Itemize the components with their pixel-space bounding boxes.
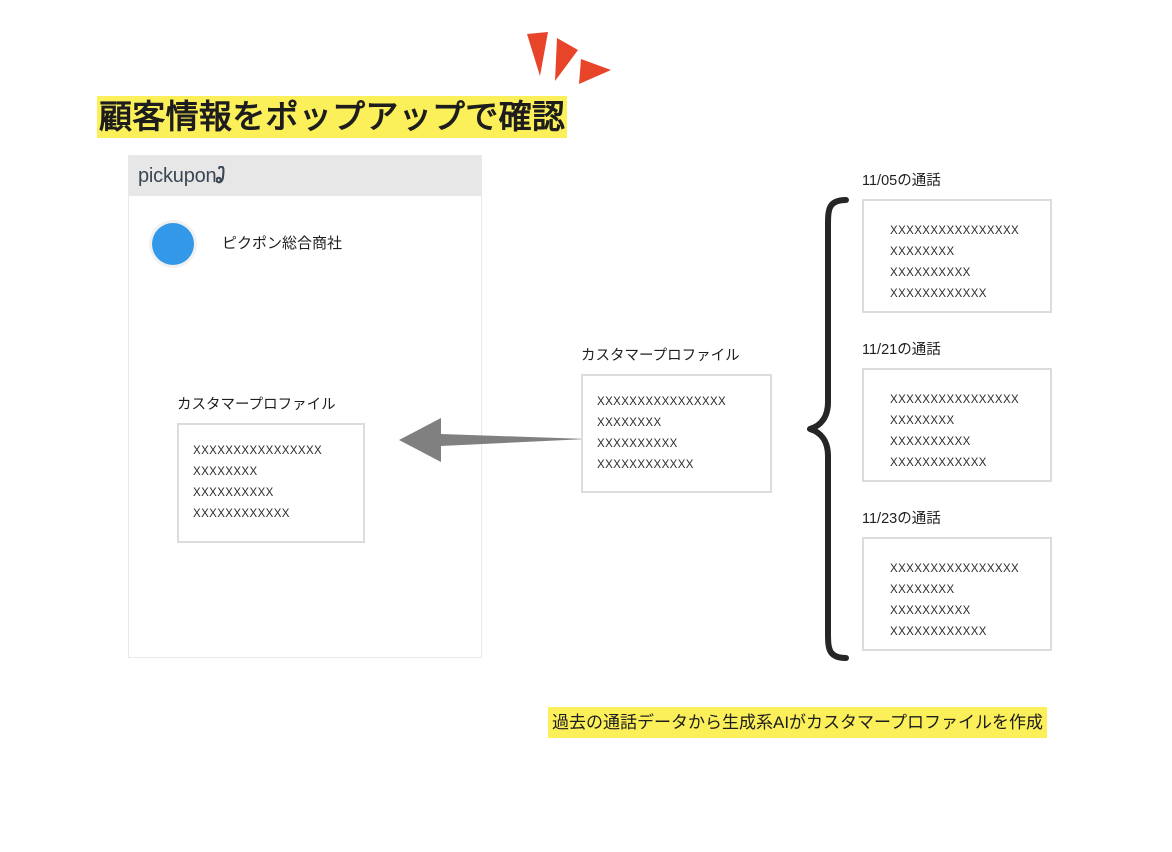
profile-line: XXXXXXXXXXXX <box>597 459 694 471</box>
call-line: XXXXXXXXXXXX <box>890 457 987 469</box>
page-title: 顧客情報をポップアップで確認 <box>97 96 568 138</box>
generated-profile-box: XXXXXXXXXXXXXXXX XXXXXXXX XXXXXXXXXX XXX… <box>581 374 772 493</box>
customer-profile-box: XXXXXXXXXXXXXXXX XXXXXXXX XXXXXXXXXX XXX… <box>177 423 365 543</box>
contact-name: ピクポン総合商社 <box>222 235 343 252</box>
call-line: XXXXXXXX <box>890 584 955 596</box>
call-date-label: 11/05の通話 <box>862 173 941 189</box>
call-line: XXXXXXXXXXXX <box>890 626 987 638</box>
call-line: XXXXXXXX <box>890 246 955 258</box>
customer-profile-popup: カスタマープロファイル XXXXXXXXXXXXXXXX XXXXXXXX XX… <box>177 396 365 543</box>
call-date-label: 11/23の通話 <box>862 511 941 527</box>
burst-decoration-icon <box>527 32 611 84</box>
profile-line: XXXXXXXXXXXX <box>193 508 290 520</box>
bottom-caption: 過去の通話データから生成系AIがカスタマープロファイルを作成 <box>548 707 1048 738</box>
contact-row[interactable]: ピクポン総合商社 <box>152 223 342 265</box>
generated-profile-block: カスタマープロファイル XXXXXXXXXXXXXXXX XXXXXXXX XX… <box>581 347 772 493</box>
call-transcript-box: XXXXXXXXXXXXXXXX XXXXXXXX XXXXXXXXXX XXX… <box>862 368 1052 482</box>
generated-profile-label: カスタマープロファイル <box>581 348 740 364</box>
call-record-item: 11/05の通話 XXXXXXXXXXXXXXXX XXXXXXXX XXXXX… <box>862 172 1052 313</box>
phone-handset-icon <box>216 166 225 184</box>
left-arrow-icon <box>399 418 587 462</box>
app-window-panel: pickupon ピクポン総合商社 カスタマープロファイル XXXXXXXXXX… <box>128 155 482 658</box>
call-line: XXXXXXXXXXXX <box>890 288 987 300</box>
call-line: XXXXXXXXXXXXXXXX <box>890 394 1020 406</box>
curly-brace-icon <box>807 197 849 661</box>
call-line: XXXXXXXX <box>890 415 955 427</box>
call-transcript-box: XXXXXXXXXXXXXXXX XXXXXXXX XXXXXXXXXX XXX… <box>862 537 1052 651</box>
page-title-text: 顧客情報をポップアップで確認 <box>97 96 568 138</box>
app-header-bar: pickupon <box>129 156 481 196</box>
call-line: XXXXXXXXXXXXXXXX <box>890 563 1020 575</box>
customer-profile-label: カスタマープロファイル <box>177 397 336 413</box>
profile-line: XXXXXXXX <box>597 417 662 429</box>
call-line: XXXXXXXXXX <box>890 605 971 617</box>
call-line: XXXXXXXXXX <box>890 267 971 279</box>
bottom-caption-text: 過去の通話データから生成系AIがカスタマープロファイルを作成 <box>548 707 1048 738</box>
pickupon-logo-text: pickupon <box>138 165 217 187</box>
call-record-item: 11/23の通話 XXXXXXXXXXXXXXXX XXXXXXXX XXXXX… <box>862 510 1052 651</box>
call-line: XXXXXXXXXXXXXXXX <box>890 225 1020 237</box>
profile-line: XXXXXXXXXX <box>597 438 678 450</box>
call-line: XXXXXXXXXX <box>890 436 971 448</box>
profile-line: XXXXXXXXXXXXXXXX <box>193 445 323 457</box>
avatar <box>152 223 194 265</box>
call-date-label: 11/21の通話 <box>862 342 941 358</box>
profile-line: XXXXXXXXXX <box>193 487 274 499</box>
profile-line: XXXXXXXX <box>193 466 258 478</box>
profile-line: XXXXXXXXXXXXXXXX <box>597 396 727 408</box>
pickupon-logo: pickupon <box>138 166 232 186</box>
call-record-item: 11/21の通話 XXXXXXXXXXXXXXXX XXXXXXXX XXXXX… <box>862 341 1052 482</box>
call-transcript-box: XXXXXXXXXXXXXXXX XXXXXXXX XXXXXXXXXX XXX… <box>862 199 1052 313</box>
app-body: ピクポン総合商社 カスタマープロファイル XXXXXXXXXXXXXXXX XX… <box>129 196 481 657</box>
